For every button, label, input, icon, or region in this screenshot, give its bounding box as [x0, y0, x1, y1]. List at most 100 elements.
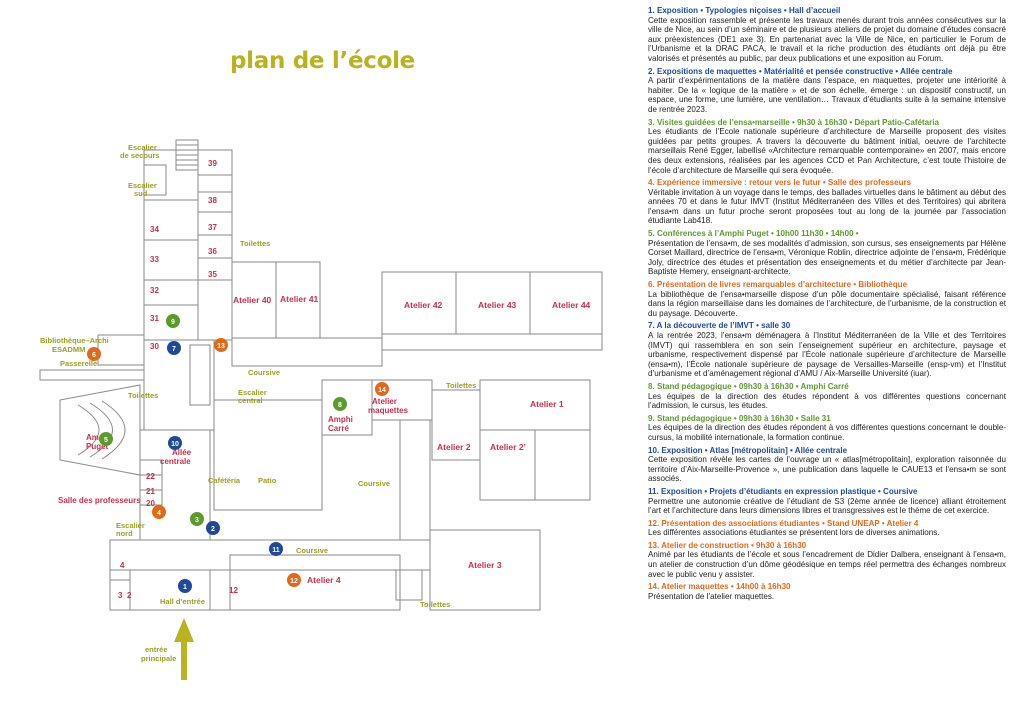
room-36: 36	[208, 247, 217, 256]
room-20: 20	[146, 499, 155, 508]
markers: 1 2 3 4 5 6 7 8 9 10 11 12 13 14	[87, 314, 389, 593]
room-37: 37	[208, 223, 217, 232]
program-item-text: Animé par les étudiants de l’école et so…	[648, 550, 1006, 579]
room-2: 2	[127, 591, 132, 600]
marker-2: 2	[206, 521, 220, 535]
marker-5: 5	[99, 432, 113, 446]
program-item-title: 11. Exposition • Projets d’étudiants en …	[648, 486, 918, 496]
program-item-title: 5. Conférences à l’Amphi Puget • 10h00 1…	[648, 229, 859, 239]
label-coursive-north: Coursive	[248, 368, 280, 377]
atelier-44: Atelier 44	[552, 300, 591, 310]
marker-12: 12	[287, 573, 301, 587]
program-item-text: La bibliothèque de l’ensa•marseille disp…	[648, 289, 1006, 318]
program-item-text: Les équipes de la direction des études r…	[648, 391, 1006, 411]
label-cafeteria: Cafétéria	[208, 476, 241, 485]
svg-text:9: 9	[171, 319, 175, 326]
program-item-title: 4. Expérience immersive : retour vers le…	[648, 178, 912, 188]
program-item-title: 14. Atelier maquettes • 14h00 à 16h30	[648, 582, 791, 592]
room-3: 3	[118, 591, 123, 600]
program-item-12: 12. Présentation des associations étudia…	[648, 519, 1006, 538]
svg-text:4: 4	[157, 510, 161, 517]
atelier-2: Atelier 2	[437, 442, 471, 452]
program-item-title: 3. Visites guidées de l’ensa•marseille •…	[648, 117, 939, 127]
program-item-title: 7. A la découverte de l’IMVT • salle 30	[648, 321, 791, 331]
atelier-40: Atelier 40	[233, 295, 272, 305]
label-coursive-south: Coursive	[296, 546, 328, 555]
svg-text:12: 12	[290, 578, 298, 585]
program-item-text: Présentation de l’atelier maquettes.	[648, 591, 775, 601]
atelier-2-prime: Atelier 2’	[490, 442, 526, 452]
program-item-title: 1. Exposition • Typologies niçoises • Ha…	[648, 6, 841, 15]
label-patio: Patio	[258, 476, 277, 485]
program-item-6: 6. Présentation de livres remarquables d…	[648, 280, 1006, 318]
program-item-title: 10. Exposition • Atlas [métropolitain] •…	[648, 445, 848, 455]
room-22: 22	[146, 472, 155, 481]
marker-1: 1	[178, 579, 192, 593]
program-item-text: A partir d’expérimentations de la matièr…	[648, 76, 1006, 114]
program-list: 1. Exposition • Typologies niçoises • Ha…	[648, 6, 1006, 604]
program-item-1: 1. Exposition • Typologies niçoises • Ha…	[648, 6, 1006, 64]
program-item-text: Permettre une autonomie créative de l’ét…	[648, 496, 1006, 516]
program-item-text: Présentation de l’ensa•m, de ses modalit…	[648, 238, 1006, 277]
program-item-text: Cette exposition révèle les cartes de l’…	[648, 455, 1006, 484]
room-34: 34	[150, 225, 159, 234]
program-item-title: 9. Stand pédagogique • 09h30 à 16h30 • S…	[648, 413, 831, 423]
svg-text:14: 14	[378, 387, 386, 394]
program-item-title: 13. Atelier de construction • 9h30 à 16h…	[648, 540, 807, 550]
marker-7: 7	[167, 341, 181, 355]
room-35: 35	[208, 270, 217, 279]
marker-6: 6	[87, 347, 101, 361]
marker-14: 14	[375, 382, 389, 396]
program-item-5: 5. Conférences à l’Amphi Puget • 10h00 1…	[648, 229, 1006, 277]
atelier-41: Atelier 41	[280, 294, 319, 304]
svg-text:13: 13	[217, 343, 225, 350]
label-toilettes-north: Toilettes	[240, 239, 270, 248]
program-item-title: 6. Présentation de livres remarquables d…	[648, 280, 908, 290]
svg-text:7: 7	[172, 346, 176, 353]
label-passerelle: Passerelle	[60, 359, 97, 368]
label-toilettes-west: Toilettes	[128, 391, 158, 400]
marker-11: 11	[269, 542, 283, 556]
marker-3: 3	[190, 512, 204, 526]
plan-title: plan de l’école	[230, 48, 415, 74]
label-toilettes-east: Toilettes	[446, 381, 476, 390]
program-item-3: 3. Visites guidées de l’ensa•marseille •…	[648, 118, 1006, 176]
program-item-4: 4. Expérience immersive : retour vers le…	[648, 178, 1006, 226]
room-4: 4	[120, 561, 125, 570]
program-item-10: 10. Exposition • Atlas [métropolitain] •…	[648, 446, 1006, 484]
room-12: 12	[229, 586, 238, 595]
label-salle-professeurs: Salle des professeurs	[58, 496, 141, 505]
atelier-42: Atelier 42	[404, 300, 443, 310]
marker-9: 9	[166, 314, 180, 328]
program-item-text: Les étudiants de l’Ecole nationale supér…	[648, 127, 1006, 175]
svg-text:8: 8	[338, 402, 342, 409]
svg-text:11: 11	[272, 547, 280, 554]
program-item-text: A la rentrée 2023, l’ensa•m déménagera à…	[648, 331, 1006, 379]
room-21: 21	[146, 487, 155, 496]
program-item-title: 2. Expositions de maquettes • Matérialit…	[648, 66, 953, 76]
marker-4: 4	[152, 505, 166, 519]
marker-10: 10	[168, 436, 182, 450]
label-toilettes-south: Toilettes	[420, 600, 450, 609]
label-coursive-east: Coursive	[358, 479, 390, 488]
program-item-title: 12. Présentation des associations étudia…	[648, 518, 919, 528]
marker-8: 8	[333, 397, 347, 411]
svg-text:2: 2	[211, 526, 215, 533]
label-hall-entree: Hall d’entrée	[160, 597, 205, 606]
program-item-text: Cette exposition rassemble et présente l…	[648, 15, 1006, 63]
svg-text:6: 6	[92, 352, 96, 359]
atelier-3: Atelier 3	[468, 560, 502, 570]
program-item-title: 8. Stand pédagogique • 09h30 à 16h30 • A…	[648, 381, 849, 391]
